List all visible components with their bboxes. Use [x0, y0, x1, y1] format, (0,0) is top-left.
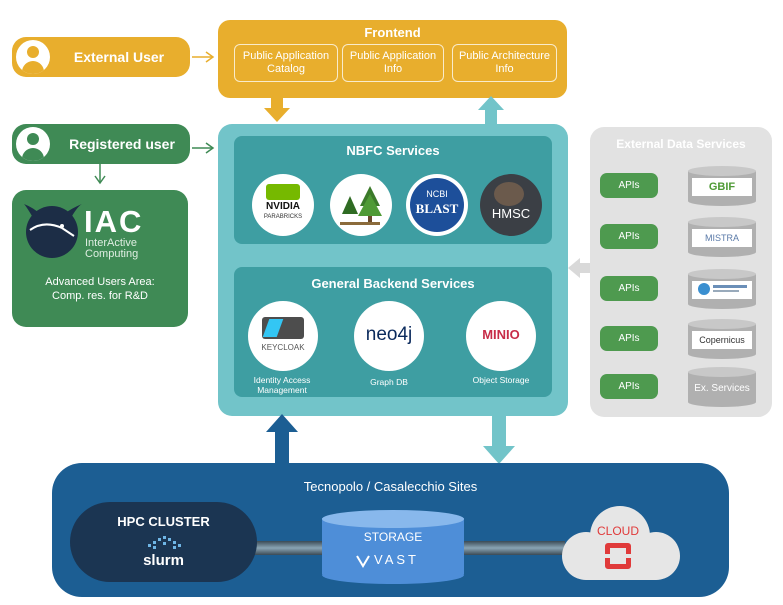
db-cylinder-mistra[interactable]: MISTRA [688, 217, 756, 257]
iac-caption-1: Advanced Users Area: [45, 276, 155, 288]
db-cylinder-copernicus[interactable]: Copernicus [688, 319, 756, 359]
api-button[interactable]: APIs [600, 276, 658, 301]
nbfc-services-panel: NBFC Services NVIDIA PARABRICKS NCBI BLA… [234, 136, 552, 244]
storage-cylinder[interactable]: STORAGE VAST [322, 510, 464, 586]
hmsc-logo[interactable]: HMSC [480, 174, 542, 236]
iac-caption-2: Comp. res. for R&D [52, 290, 148, 302]
bull-icon [24, 204, 82, 258]
slurm-icon [148, 536, 181, 549]
backend-title: General Backend Services [311, 276, 475, 291]
api-button[interactable]: APIs [600, 374, 658, 399]
iac-logo-text: IAC [84, 204, 144, 239]
registered-user-label: Registered user [69, 136, 175, 152]
vast-text: VAST [374, 552, 419, 567]
slurm-text: slurm [143, 552, 184, 569]
nvidia-sub: PARABRICKS [263, 214, 303, 220]
frontend-box-catalog[interactable]: Public Application Catalog [234, 44, 338, 82]
ncbi-text: NCBI [426, 189, 448, 199]
cloud-title: CLOUD [596, 524, 639, 538]
blast-text: BLAST [415, 201, 459, 216]
iac-panel[interactable]: IAC InterActive Computing Advanced Users… [12, 190, 188, 327]
db-cylinder-3[interactable] [688, 269, 756, 309]
keycloak-logo[interactable]: KEYCLOAK [248, 301, 318, 371]
ex-services-text: Ex. Services [694, 382, 750, 394]
globe-icon [698, 283, 710, 295]
frontend-box-app-info[interactable]: Public Application Info [342, 44, 444, 82]
arrow-down-icon [264, 96, 290, 122]
external-user-pill[interactable]: External User [12, 37, 190, 77]
gbif-text: GBIF [692, 178, 752, 196]
frontend-title: Frontend [364, 25, 421, 40]
db-cylinder-gbif[interactable]: GBIF [688, 166, 756, 206]
neo4j-logo[interactable]: neo4j [354, 301, 424, 371]
minio-logo[interactable]: MINIO [466, 301, 536, 371]
arrow-up-icon [266, 414, 298, 466]
registered-user-pill[interactable]: Registered user [12, 124, 190, 164]
user-icon [16, 127, 50, 161]
keycloak-text: KEYCLOAK [261, 343, 305, 352]
nvidia-logo[interactable]: NVIDIA PARABRICKS [252, 174, 314, 236]
tecnopolo-title: Tecnopolo / Casalecchio Sites [303, 479, 478, 494]
user-icon [16, 40, 50, 74]
api-button[interactable]: APIs [600, 326, 658, 351]
hpc-cluster[interactable]: HPC CLUSTER slurm [70, 502, 257, 582]
nvidia-name: NVIDIA [266, 201, 300, 212]
neo4j-label: Graph DB [370, 377, 408, 387]
minio-text: MINIO [482, 327, 520, 342]
keycloak-label: Identity Access Management [253, 375, 311, 395]
storage-title: STORAGE [363, 530, 423, 544]
tree-logo[interactable] [330, 174, 392, 236]
frontend-box-arch-info[interactable]: Public Architecture Info [452, 44, 557, 82]
api-button[interactable]: APIs [600, 224, 658, 249]
tree-icon [340, 186, 382, 225]
neo4j-text: neo4j [365, 324, 413, 345]
arrow-up-icon [478, 96, 504, 124]
hpc-title: HPC CLUSTER [117, 514, 210, 529]
arrow-down-icon [483, 414, 515, 464]
vast-v-icon [356, 554, 370, 568]
iac-logo-sub2: Computing [85, 248, 139, 260]
mistra-text: MISTRA [692, 229, 752, 247]
db-cylinder-ex-services[interactable]: Ex. Services [688, 367, 756, 407]
ncbi-blast-logo[interactable]: NCBI BLAST [406, 174, 468, 236]
minio-label: Object Storage [472, 375, 530, 385]
frontend-panel: Frontend Public Application Catalog Publ… [218, 20, 567, 98]
api-button[interactable]: APIs [600, 173, 658, 198]
iac-logo-sub1: InterActive [85, 237, 137, 249]
external-data-title: External Data Services [616, 137, 746, 151]
openstack-icon [605, 543, 631, 569]
copernicus-text: Copernicus [692, 331, 752, 349]
external-user-label: External User [73, 49, 165, 65]
hmsc-text: HMSC [491, 206, 531, 221]
backend-services-panel: General Backend Services KEYCLOAK neo4j … [234, 267, 552, 397]
nbfc-title: NBFC Services [346, 143, 440, 158]
